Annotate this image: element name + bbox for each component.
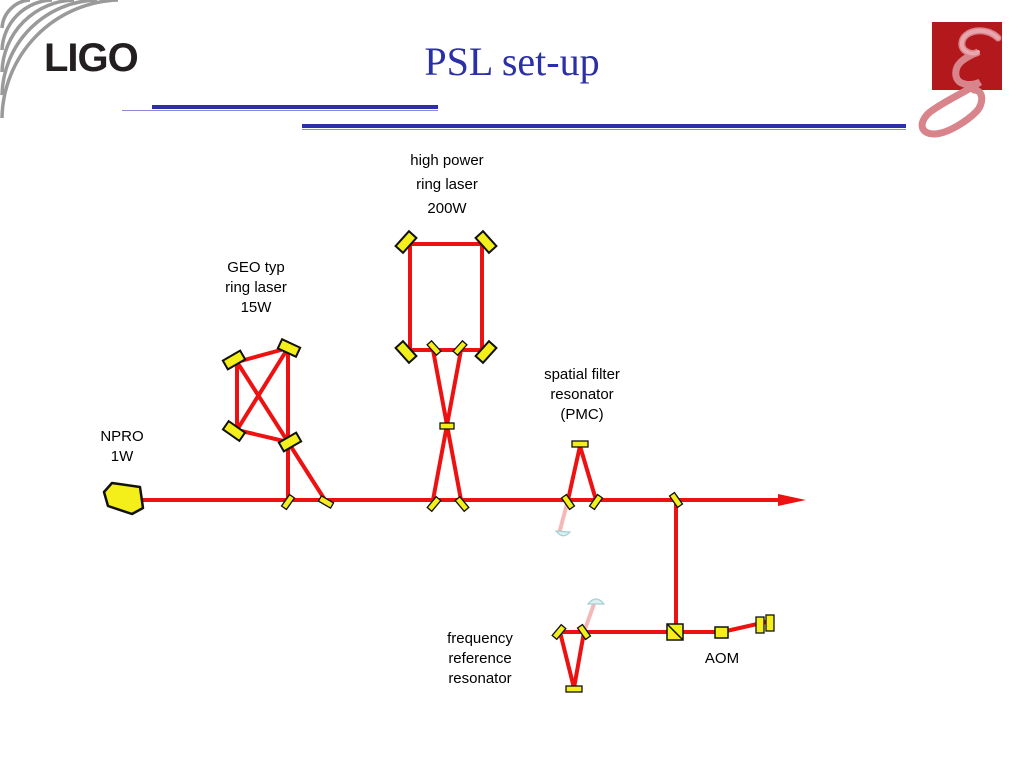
label-high-power-ring-laser: high power ring laser 200W [410, 152, 484, 217]
high-power-ring-beam [408, 242, 484, 352]
pmc-transmission-detector [554, 530, 572, 537]
ligo-logo-text: LIGO [44, 36, 139, 80]
aom-block [714, 626, 729, 639]
pmc-beam [566, 444, 598, 502]
label-aom: AOM [704, 650, 740, 667]
small-optics [280, 339, 775, 693]
output-arrow [778, 494, 806, 506]
npro-laser [102, 481, 145, 516]
beam-splitter-cube [666, 623, 684, 641]
geo-logo [918, 22, 1002, 138]
freq-ref-beam [558, 630, 586, 690]
label-geo-ring-laser: GEO typ ring laser 15W [225, 259, 287, 316]
label-npro: NPRO 1W [100, 428, 144, 465]
freq-ref-transmission-detector [586, 598, 606, 605]
header-rules [122, 105, 906, 130]
label-pmc: spatial filter resonator (PMC) [544, 366, 620, 423]
ring-mirrors [221, 229, 498, 453]
page-title: PSL set-up [424, 39, 600, 84]
geo-ring-beam [235, 346, 290, 502]
label-frequency-reference-resonator: frequency reference resonator [447, 630, 513, 687]
ligo-logo-arcs [0, 0, 119, 119]
